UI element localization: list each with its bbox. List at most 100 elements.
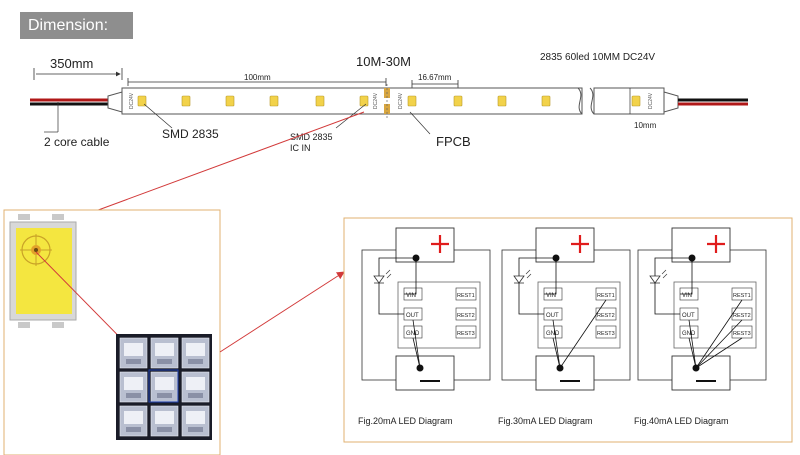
pin-label: REST1 [597, 293, 615, 299]
led-chip [137, 95, 147, 107]
pin-label: OUT [682, 313, 695, 319]
wire-vin [680, 258, 693, 295]
wire-led-plus [654, 257, 692, 276]
fpcb-label: FPCB [436, 134, 471, 149]
wire-gnd [552, 337, 561, 369]
chip-die-lead [126, 427, 141, 432]
pin-label: OUT [406, 313, 419, 319]
chip-die-pad [155, 377, 174, 390]
pin-label: GND [406, 331, 420, 337]
pin-label: VIN [406, 293, 416, 299]
wire-led-out [518, 283, 544, 315]
led-ray [525, 269, 531, 275]
pin-label: GND [682, 331, 696, 337]
ic-pin-rest2 [455, 307, 477, 321]
led-chip-group [137, 95, 641, 107]
negative-terminal [671, 355, 731, 391]
pin-label: REST1 [733, 293, 751, 299]
led-ray [385, 269, 391, 275]
chip-die-lead [126, 393, 141, 398]
chip-die-lead [157, 393, 172, 398]
voltage-mark-right: DC24V [648, 92, 654, 109]
pitch-label: 16.67mm [418, 73, 452, 82]
wire-config [559, 299, 607, 369]
pin-label: REST2 [597, 313, 615, 319]
led-chip [453, 95, 463, 107]
wire-config [688, 319, 697, 369]
negative-terminal [395, 355, 455, 391]
wire-vin [404, 258, 417, 295]
smd-label: SMD 2835 [162, 127, 219, 141]
chip-highlight [148, 369, 179, 403]
voltage-mark-mid: DC24V [373, 92, 379, 109]
voltage-mark-mid2: DC24V [398, 92, 404, 109]
wire-led-out [654, 283, 680, 315]
ic-label-line2: IC IN [290, 143, 311, 153]
ic-pin-rest2 [595, 307, 617, 321]
chip-die-pad [186, 411, 205, 424]
wire-led-plus [378, 257, 416, 276]
chip-die-pad [186, 377, 205, 390]
wire-config [695, 337, 743, 369]
wire-led-plus [518, 257, 556, 276]
chip-die-lead [188, 427, 203, 432]
wire-config [412, 319, 421, 369]
chip-photo [116, 334, 212, 440]
wire-gnd [412, 337, 421, 369]
wire-config [552, 319, 561, 369]
chip-die-pad [155, 411, 174, 424]
led-chip [497, 95, 507, 107]
led-chip [225, 95, 235, 107]
ic-pin-rest1 [455, 287, 477, 301]
diagram-caption: Fig.40mA LED Diagram [634, 416, 729, 426]
pin-label: REST3 [733, 331, 751, 337]
cut-length-label: 100mm [244, 73, 271, 82]
pin-label: REST3 [457, 331, 475, 337]
width-label: 10mm [634, 121, 657, 130]
pin-label: REST2 [457, 313, 475, 319]
ic-label-line1: SMD 2835 [290, 132, 333, 142]
led-chip [359, 95, 369, 107]
led-ray [526, 273, 532, 279]
led-ray [386, 273, 392, 279]
led-chip [315, 95, 325, 107]
chip-die-lead [157, 359, 172, 364]
wire-config [695, 319, 743, 369]
wire-gnd [688, 337, 697, 369]
diagram-caption: Fig.20mA LED Diagram [358, 416, 453, 426]
pin-label: VIN [682, 293, 692, 299]
wire-config [695, 299, 743, 369]
diagram-caption: Fig.30mA LED Diagram [498, 416, 593, 426]
pin-label: GND [546, 331, 560, 337]
wire-vin [544, 258, 557, 295]
chip-die-pad [124, 343, 143, 356]
chip-die-pad [155, 343, 174, 356]
ic-pin-rest3 [455, 325, 477, 339]
chip-die-lead [188, 393, 203, 398]
led-chip [269, 95, 279, 107]
pin-label: REST2 [733, 313, 751, 319]
chip-die-lead [188, 359, 203, 364]
led-ray [661, 269, 667, 275]
led-chip [631, 95, 641, 107]
led-chip [541, 95, 551, 107]
voltage-mark-left: DC24V [129, 92, 135, 109]
spec-label: 2835 60led 10MM DC24V [540, 52, 655, 63]
chip-die-pad [124, 377, 143, 390]
negative-terminal [535, 355, 595, 391]
chip-die-pad [124, 411, 143, 424]
pin-label: REST1 [457, 293, 475, 299]
led-chip [181, 95, 191, 107]
pin-label: OUT [546, 313, 559, 319]
chip-die-lead [126, 359, 141, 364]
chip-die-pad [186, 343, 205, 356]
ic-pin-rest3 [595, 325, 617, 339]
led-chip [407, 95, 417, 107]
led-ray [662, 273, 668, 279]
chip-die-lead [157, 427, 172, 432]
length-range-label: 10M-30M [356, 54, 411, 69]
